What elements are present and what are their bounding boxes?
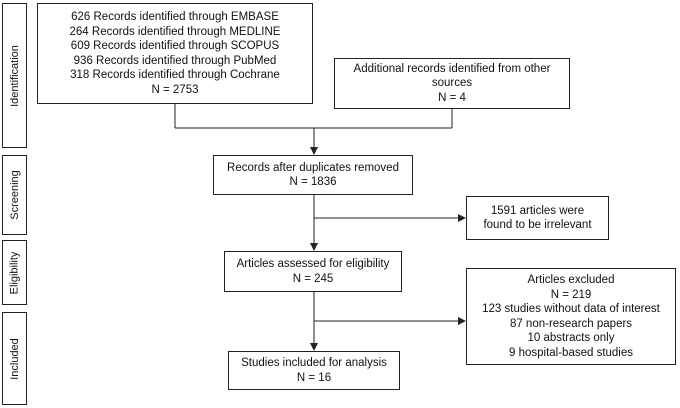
box-records-identified: 626 Records identified through EMBASE 26…	[37, 3, 313, 104]
additional-line-1: Additional records identified from other	[353, 62, 551, 75]
stage-included: Included	[2, 312, 27, 405]
included-total: N = 16	[296, 371, 332, 384]
box-additional-records: Additional records identified from other…	[334, 58, 570, 109]
excluded-reason-3: 10 abstracts only	[527, 332, 615, 344]
excluded-reason-2: 87 non-research papers	[509, 317, 633, 330]
box-eligibility: Articles assessed for eligibility N = 24…	[224, 251, 402, 292]
identified-line-4: 936 Records identified through PubMed	[73, 54, 277, 67]
box-duplicates-removed: Records after duplicates removed N = 183…	[213, 155, 413, 195]
identified-line-2: 264 Records identified through MEDLINE	[69, 25, 281, 38]
stage-eligibility: Eligibility	[2, 240, 27, 305]
excluded-total: N = 219	[550, 288, 592, 301]
excluded-reason-4: 9 hospital-based studies	[508, 346, 634, 359]
box-included: Studies included for analysis N = 16	[228, 351, 400, 390]
eligibility-total: N = 245	[292, 272, 334, 285]
box-excluded: Articles excluded N = 219 123 studies wi…	[466, 268, 676, 365]
eligibility-label: Articles assessed for eligibility	[236, 258, 390, 270]
irrelevant-line-2: found to be irrelevant	[483, 219, 592, 231]
identified-line-5: 318 Records identified through Cochrane	[70, 69, 280, 81]
irrelevant-line-1: 1591 articles were	[490, 204, 585, 217]
identified-line-3: 609 Records identified through SCOPUS	[70, 40, 280, 52]
stage-identification: Identification	[2, 3, 27, 148]
excluded-title: Articles excluded	[527, 274, 615, 286]
stage-screening: Screening	[2, 155, 27, 235]
duplicates-removed-label: Records after duplicates removed	[227, 161, 399, 174]
identified-total: N = 2753	[151, 83, 199, 96]
duplicates-removed-total: N = 1836	[289, 176, 337, 188]
additional-line-2: sources	[431, 77, 473, 90]
identified-line-1: 626 Records identified through EMBASE	[71, 11, 279, 23]
additional-total: N = 4	[438, 91, 466, 104]
box-irrelevant: 1591 articles were found to be irrelevan…	[466, 196, 609, 240]
included-label: Studies included for analysis	[241, 357, 387, 369]
excluded-reason-1: 123 studies without data of interest	[482, 303, 660, 315]
